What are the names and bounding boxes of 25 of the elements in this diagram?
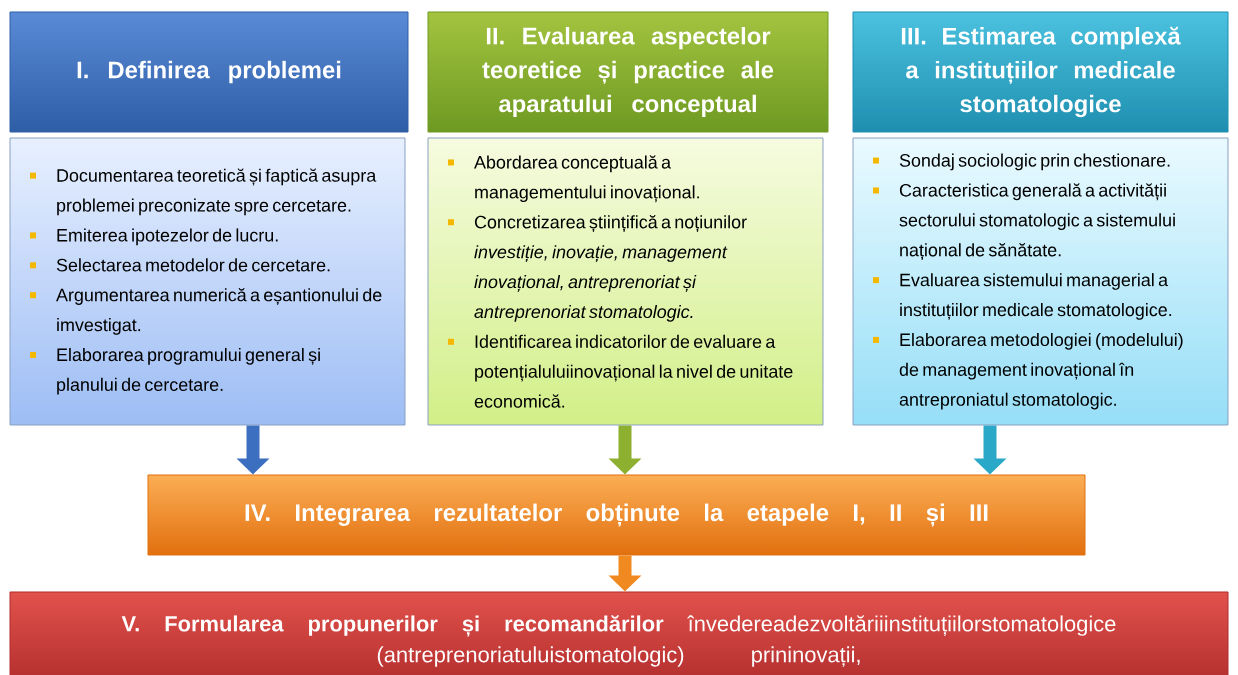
list-box	[9, 137, 406, 426]
bullet-text: Sondaj sociologic prin chestionare.	[899, 153, 1170, 171]
heading-text: V. Formularea propunerilor și recomandărilor învedereadezvoltăriiinstituțiilorstomatologice (antreprenoriatuluistomatologic) prininovații,	[121, 615, 1116, 667]
heading-text: III. Estimarea complexă a instituțiilor medicale stomatologice	[901, 26, 1181, 118]
bullet-text: Abordarea conceptuală a managementului inovațional.	[474, 155, 699, 203]
bullet-text: Documentarea teoretică și faptică asupra problemei preconizate spre cercetare.	[57, 168, 377, 216]
list-box	[427, 137, 824, 426]
bullet-text: Argumentarea numerică a eșantionului de imvestigat.	[56, 287, 382, 335]
bullet-text: Identificarea indicatorilor de evaluare a potențialuluiinovațional la nivel de unitate economică.	[474, 334, 793, 408]
bullet-text: Selectarea metodelor de cercetare.	[56, 258, 330, 272]
heading-text: II. Evaluarea aspectelor teoretice și practice ale aparatului conceptual	[482, 27, 774, 117]
bullet-text: Evaluarea sistemului managerial a instituțiilor medicale stomatologice.	[900, 273, 1172, 320]
heading-text: I. Definirea problemei	[77, 60, 341, 84]
list-box	[852, 137, 1229, 426]
stage-header	[9, 11, 409, 133]
bullet-text: Elaborarea metodologiei (modelului) de management inovațional în antreproniatul stomatologic.	[899, 332, 1183, 410]
stage-header	[427, 11, 829, 133]
bullet-text: Caracteristica generală a activității sectorului stomatologic a sistemului național de sănătate.	[899, 183, 1175, 261]
stage-band	[147, 474, 1086, 556]
stage-header	[852, 11, 1229, 133]
bullet-text: Concretizarea științifică a noțiunilor investiție, inovație, management inovațional, antreprenoriat și antreprenoriat stomatologic.	[474, 215, 747, 322]
heading-text: IV. Integrarea rezultatelor obținute la etapele I, II și III	[245, 503, 988, 527]
bullet-text: Emiterea ipotezelor de lucru.	[57, 228, 278, 246]
bullet-text: Elaborarea programului general și planului de cercetare.	[57, 347, 320, 395]
stage-band	[9, 591, 1229, 675]
